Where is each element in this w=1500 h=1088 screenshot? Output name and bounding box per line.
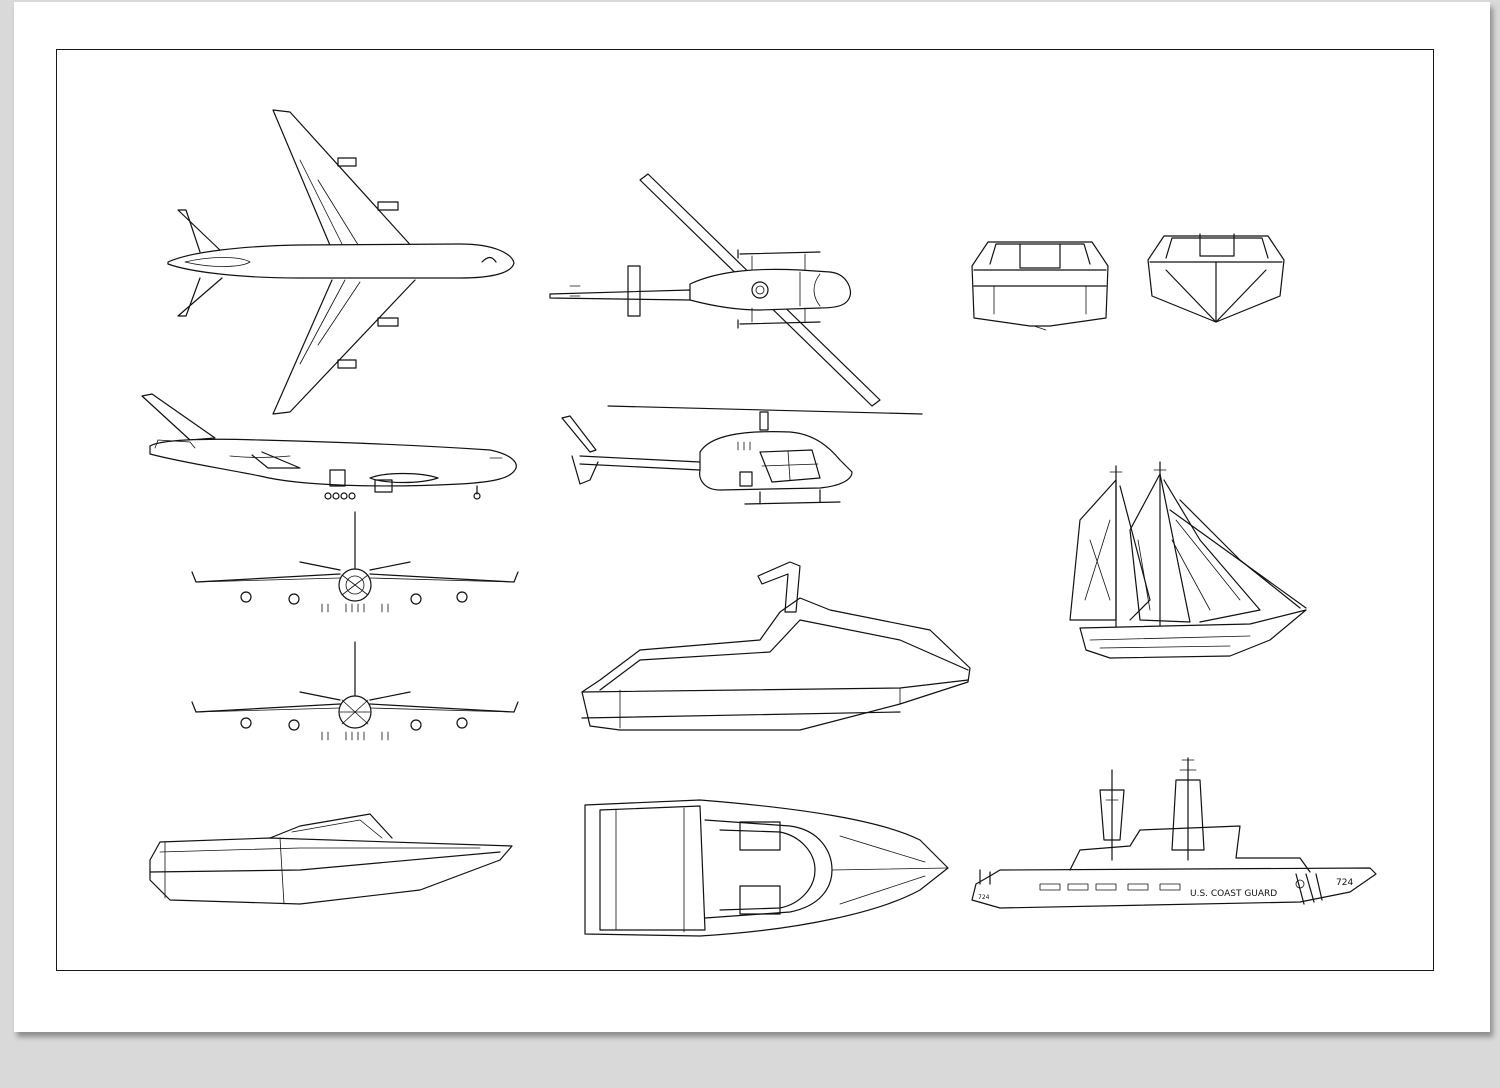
sailing-ship bbox=[1069, 461, 1307, 659]
coast-guard-bow-number: 724 bbox=[978, 894, 990, 901]
drawing-border bbox=[56, 49, 1434, 971]
coast-guard-hull-number: 724 bbox=[1336, 878, 1353, 888]
airliner-side-view bbox=[141, 393, 517, 500]
helicopter-side-view bbox=[561, 405, 923, 505]
jet-ski-side-view bbox=[581, 561, 971, 731]
speedboat-side-view bbox=[149, 813, 513, 905]
airliner-front-view bbox=[191, 511, 519, 613]
boat-rear-view bbox=[971, 241, 1109, 331]
helicopter-top-view bbox=[549, 173, 881, 407]
speedboat-top-view bbox=[584, 799, 949, 937]
coast-guard-name: U.S. COAST GUARD bbox=[1190, 889, 1277, 899]
airliner-top-view bbox=[167, 109, 515, 415]
airliner-rear-view bbox=[191, 641, 519, 741]
boat-front-view bbox=[1147, 233, 1285, 323]
coast-guard-cutter: U.S. COAST GUARD 724 724 bbox=[971, 757, 1377, 909]
